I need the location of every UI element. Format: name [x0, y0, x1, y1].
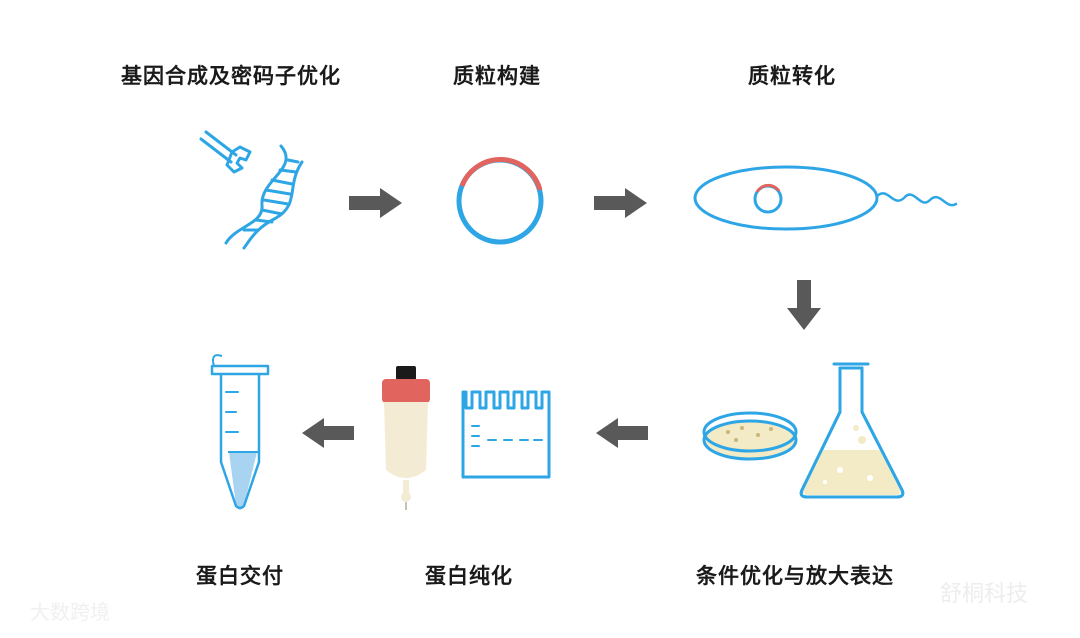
purification-column-icon [382, 366, 430, 510]
dna-icon [224, 144, 304, 250]
gel-icon [461, 390, 551, 479]
flask-icon [799, 362, 905, 499]
bacterium-icon [693, 165, 958, 231]
arrow-left-2-icon [302, 418, 354, 448]
plasmid-icon [456, 157, 544, 245]
watermark-right: 舒桐科技 [940, 582, 1029, 607]
microtube-icon [210, 354, 270, 510]
arrow-down-icon [787, 280, 821, 330]
step-label-plasmid-construction: 质粒构建 [453, 64, 541, 88]
step-label-condition-optimization: 条件优化与放大表达 [696, 564, 894, 588]
arrow-left-1-icon [596, 418, 648, 448]
step-label-protein-delivery: 蛋白交付 [196, 564, 284, 588]
watermark-left: 大数跨境 [30, 600, 110, 624]
step-label-gene-synthesis: 基因合成及密码子优化 [121, 64, 341, 88]
arrow-right-1-icon [349, 188, 402, 218]
arrow-right-2-icon [594, 188, 647, 218]
wrench-icon [199, 130, 252, 174]
step-label-protein-purification: 蛋白纯化 [425, 564, 513, 588]
petri-dish-icon [702, 411, 798, 461]
step-label-plasmid-transformation: 质粒转化 [748, 64, 836, 88]
